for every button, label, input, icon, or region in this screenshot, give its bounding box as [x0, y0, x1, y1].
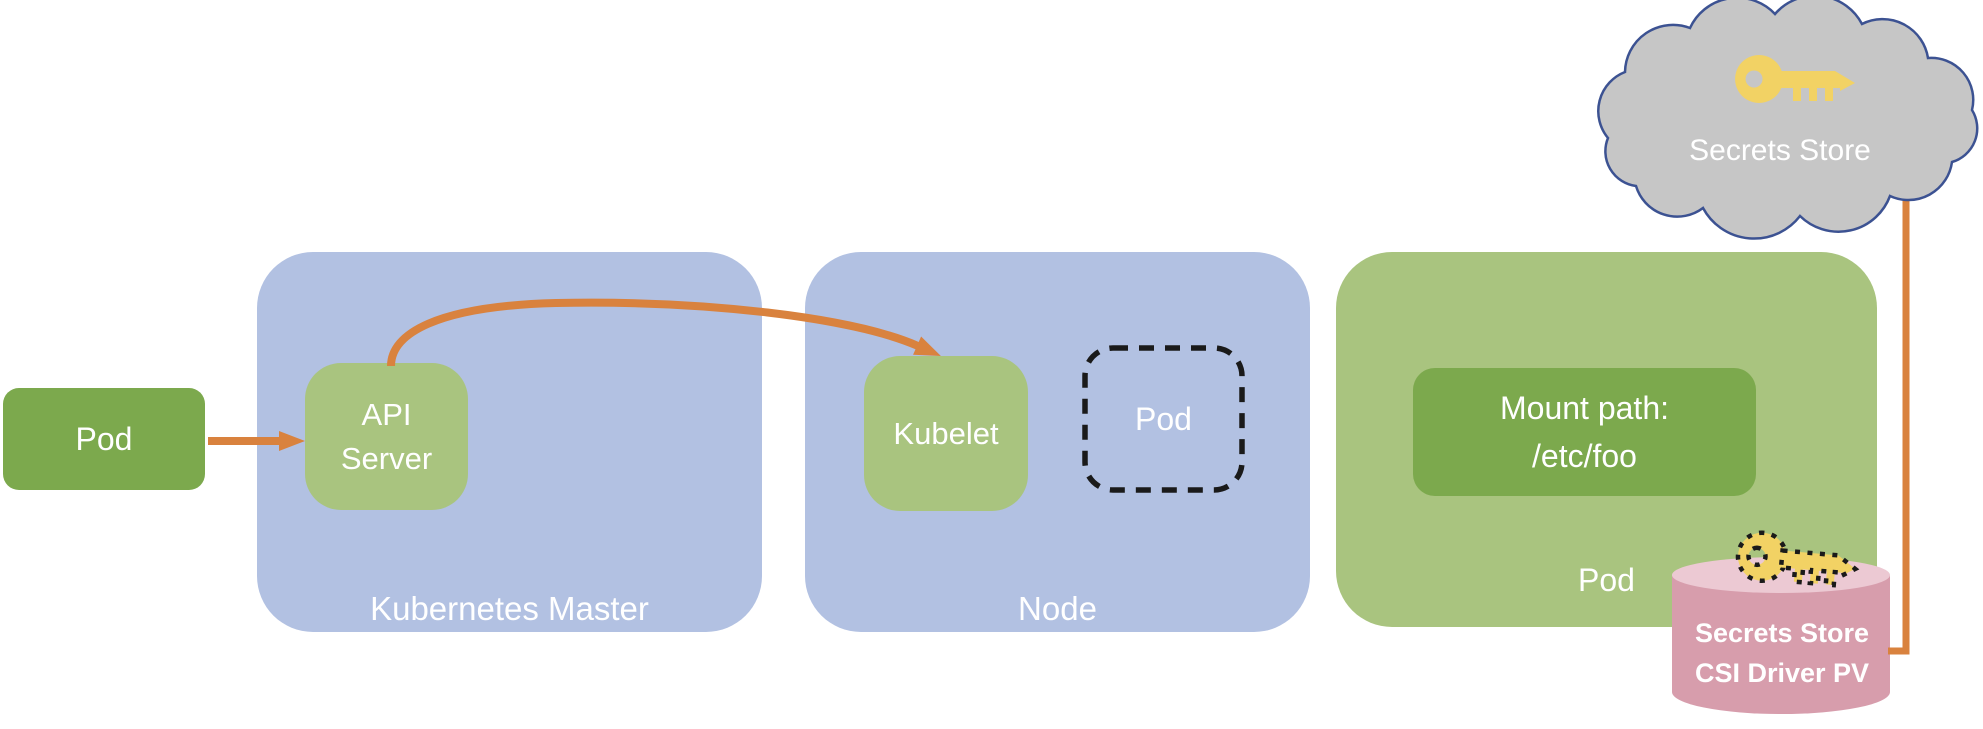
node-label: Node [1018, 590, 1097, 627]
secrets-store-cloud-label: Secrets Store [1689, 134, 1871, 167]
api-server-box: API Server [305, 363, 468, 510]
api-server-label: API Server [340, 397, 433, 476]
pod-left-box: Pod [3, 388, 205, 490]
mount-path-label: Mount path: /etc/foo [1500, 390, 1669, 474]
kubelet-label: Kubelet [893, 415, 999, 451]
dashed-outline [1082, 345, 1245, 493]
kubernetes-master-label: Kubernetes Master [370, 590, 649, 627]
mount-path-box: Mount path: /etc/foo [1413, 368, 1756, 496]
csi-driver-pv-label: Secrets Store CSI Driver PV [1694, 618, 1870, 688]
cloud-shape [1597, 0, 1979, 240]
key-icon [1735, 55, 1855, 103]
pod-right-label: Pod [1578, 562, 1635, 598]
pod-left-label: Pod [75, 420, 133, 457]
pod-placeholder-label: Pod [1135, 400, 1192, 437]
kubelet-box: Kubelet [864, 356, 1028, 511]
line-cloud-to-pv [1888, 180, 1910, 655]
pod-placeholder-box: Pod [1082, 345, 1245, 493]
